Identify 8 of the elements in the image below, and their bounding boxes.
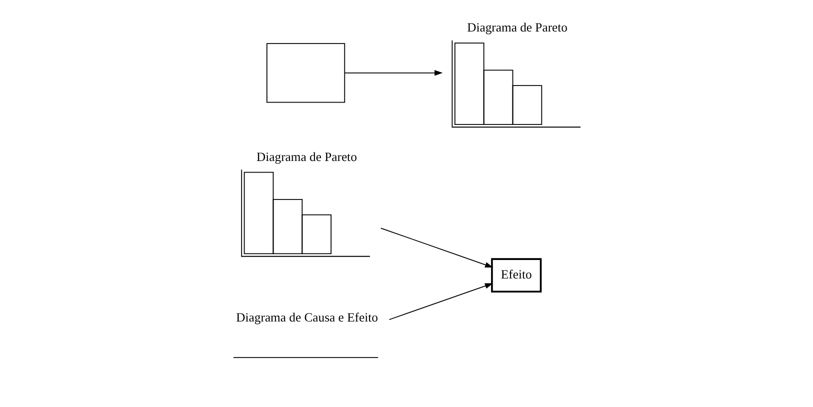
arrow <box>380 228 493 268</box>
node-label: Diagrama de Pareto <box>256 150 356 164</box>
node-label: Diagrama de Pareto <box>466 20 567 34</box>
node-box <box>266 43 345 103</box>
arrow <box>388 283 493 320</box>
node-text: Diagrama de Causa e Efeito <box>236 310 378 325</box>
node-box: Efeito <box>490 258 542 293</box>
arrow <box>344 70 442 76</box>
